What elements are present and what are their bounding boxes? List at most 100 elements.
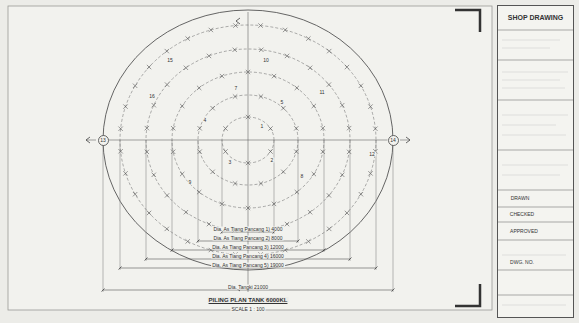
- corner-bracket: [455, 10, 480, 32]
- scale-note: SCALE 1 : 100: [230, 307, 265, 312]
- dimension-text: Dia. As Tiang Pancang 1) 4000: [213, 226, 284, 231]
- pile-marker: [233, 23, 237, 27]
- pile-marker: [210, 106, 214, 110]
- title-block: SHOP DRAWING: [497, 5, 574, 318]
- circle-shape: [388, 135, 398, 145]
- pile-marker: [321, 150, 325, 154]
- pile-marker: [347, 150, 351, 154]
- extension-line: [103, 140, 104, 292]
- pile-marker: [152, 173, 156, 177]
- pile-marker: [180, 172, 184, 176]
- pile-number: 10: [262, 58, 270, 63]
- dimension-tick: [297, 240, 300, 243]
- pile-number: 13: [100, 138, 106, 143]
- pile-circle: 13: [98, 135, 109, 146]
- pile-marker: [327, 227, 331, 231]
- center-axis: [86, 140, 96, 141]
- extension-line: [274, 140, 275, 234]
- drawing-caption: PILING PLAN TANK 6000KL: [208, 297, 289, 303]
- pile-marker: [210, 170, 214, 174]
- extension-line: [222, 140, 223, 234]
- extension-line: [393, 140, 394, 292]
- pile-marker: [145, 126, 149, 130]
- dimension-tick: [171, 249, 174, 252]
- pile-marker: [171, 126, 175, 130]
- pile-marker: [123, 104, 127, 108]
- pile-marker: [246, 206, 250, 210]
- pile-marker: [223, 126, 227, 130]
- pile-marker: [283, 28, 287, 32]
- extension-line: [198, 140, 199, 243]
- pile-marker: [184, 210, 188, 214]
- pile-marker: [281, 106, 285, 110]
- center-axis: [400, 140, 410, 141]
- dimension-tick: [119, 267, 122, 270]
- pile-marker: [209, 28, 213, 32]
- pile-marker: [207, 54, 211, 58]
- pile-marker: [185, 239, 189, 243]
- dimension-line: [120, 268, 376, 269]
- pile-marker: [197, 86, 201, 90]
- dimension-lines: [102, 140, 395, 292]
- pile-marker: [312, 172, 316, 176]
- pile-marker: [327, 82, 331, 86]
- pile-marker: [232, 48, 236, 52]
- pile-marker: [345, 211, 349, 215]
- dimension-tick: [349, 258, 352, 261]
- pile-marker: [259, 181, 263, 185]
- title-block-fill-lines: [502, 40, 568, 305]
- dimension-text: Dia. As Tiang Pancang 2) 8000: [213, 235, 284, 240]
- pile-marker: [133, 192, 137, 196]
- pile-marker: [165, 49, 169, 53]
- dimension-line: [103, 290, 393, 291]
- pile-marker: [295, 86, 299, 90]
- pile-marker: [272, 74, 276, 78]
- pile-number: 8: [300, 174, 305, 179]
- pile-number: 11: [318, 90, 325, 95]
- pile-marker: [152, 103, 156, 107]
- pile-marker: [306, 36, 310, 40]
- pile-marker: [295, 190, 299, 194]
- pile-marker: [368, 171, 372, 175]
- title-block-ground: [497, 5, 574, 318]
- dimension-line: [222, 232, 274, 233]
- pile-marker: [147, 65, 151, 69]
- pile-marker: [258, 23, 262, 27]
- dimension-text: Dia. As Tiang Pancang 3) 12000: [211, 244, 285, 249]
- pile-marker: [180, 104, 184, 108]
- pile-marker: [294, 126, 298, 130]
- drawing-status: SHOP DRAWING: [500, 14, 571, 21]
- pile-marker: [184, 66, 188, 70]
- dimension-tick: [392, 289, 395, 292]
- pile-marker: [368, 104, 372, 108]
- pile-marker: [147, 211, 151, 215]
- dimension-text: Dia. As Tiang Pancang 4) 16000: [211, 253, 285, 258]
- extension-line: [350, 140, 351, 261]
- pile-marker: [327, 193, 331, 197]
- extension-line: [172, 140, 173, 252]
- pile-number: 2: [270, 158, 275, 163]
- title-block-field: CHECKED: [509, 212, 535, 217]
- dimension-line: [198, 241, 298, 242]
- dimension-line: [172, 250, 324, 251]
- pile-marker: [373, 127, 377, 131]
- pile-marker: [285, 54, 289, 58]
- dimension-tick: [102, 289, 105, 292]
- pile-number: 16: [148, 94, 156, 99]
- pile-marker: [165, 82, 169, 86]
- pile-marker: [223, 149, 227, 153]
- section-arrow: [236, 18, 240, 24]
- pile-number: 5: [280, 100, 285, 105]
- pile-marker: [185, 36, 189, 40]
- pile-marker: [246, 70, 250, 74]
- pile-marker: [281, 170, 285, 174]
- pile-marker: [340, 103, 344, 107]
- pile-circle: 14: [388, 135, 399, 146]
- pile-marker: [118, 149, 122, 153]
- pile-marker: [171, 150, 175, 154]
- corner-bracket: [455, 284, 480, 306]
- pile-number: 14: [390, 138, 396, 143]
